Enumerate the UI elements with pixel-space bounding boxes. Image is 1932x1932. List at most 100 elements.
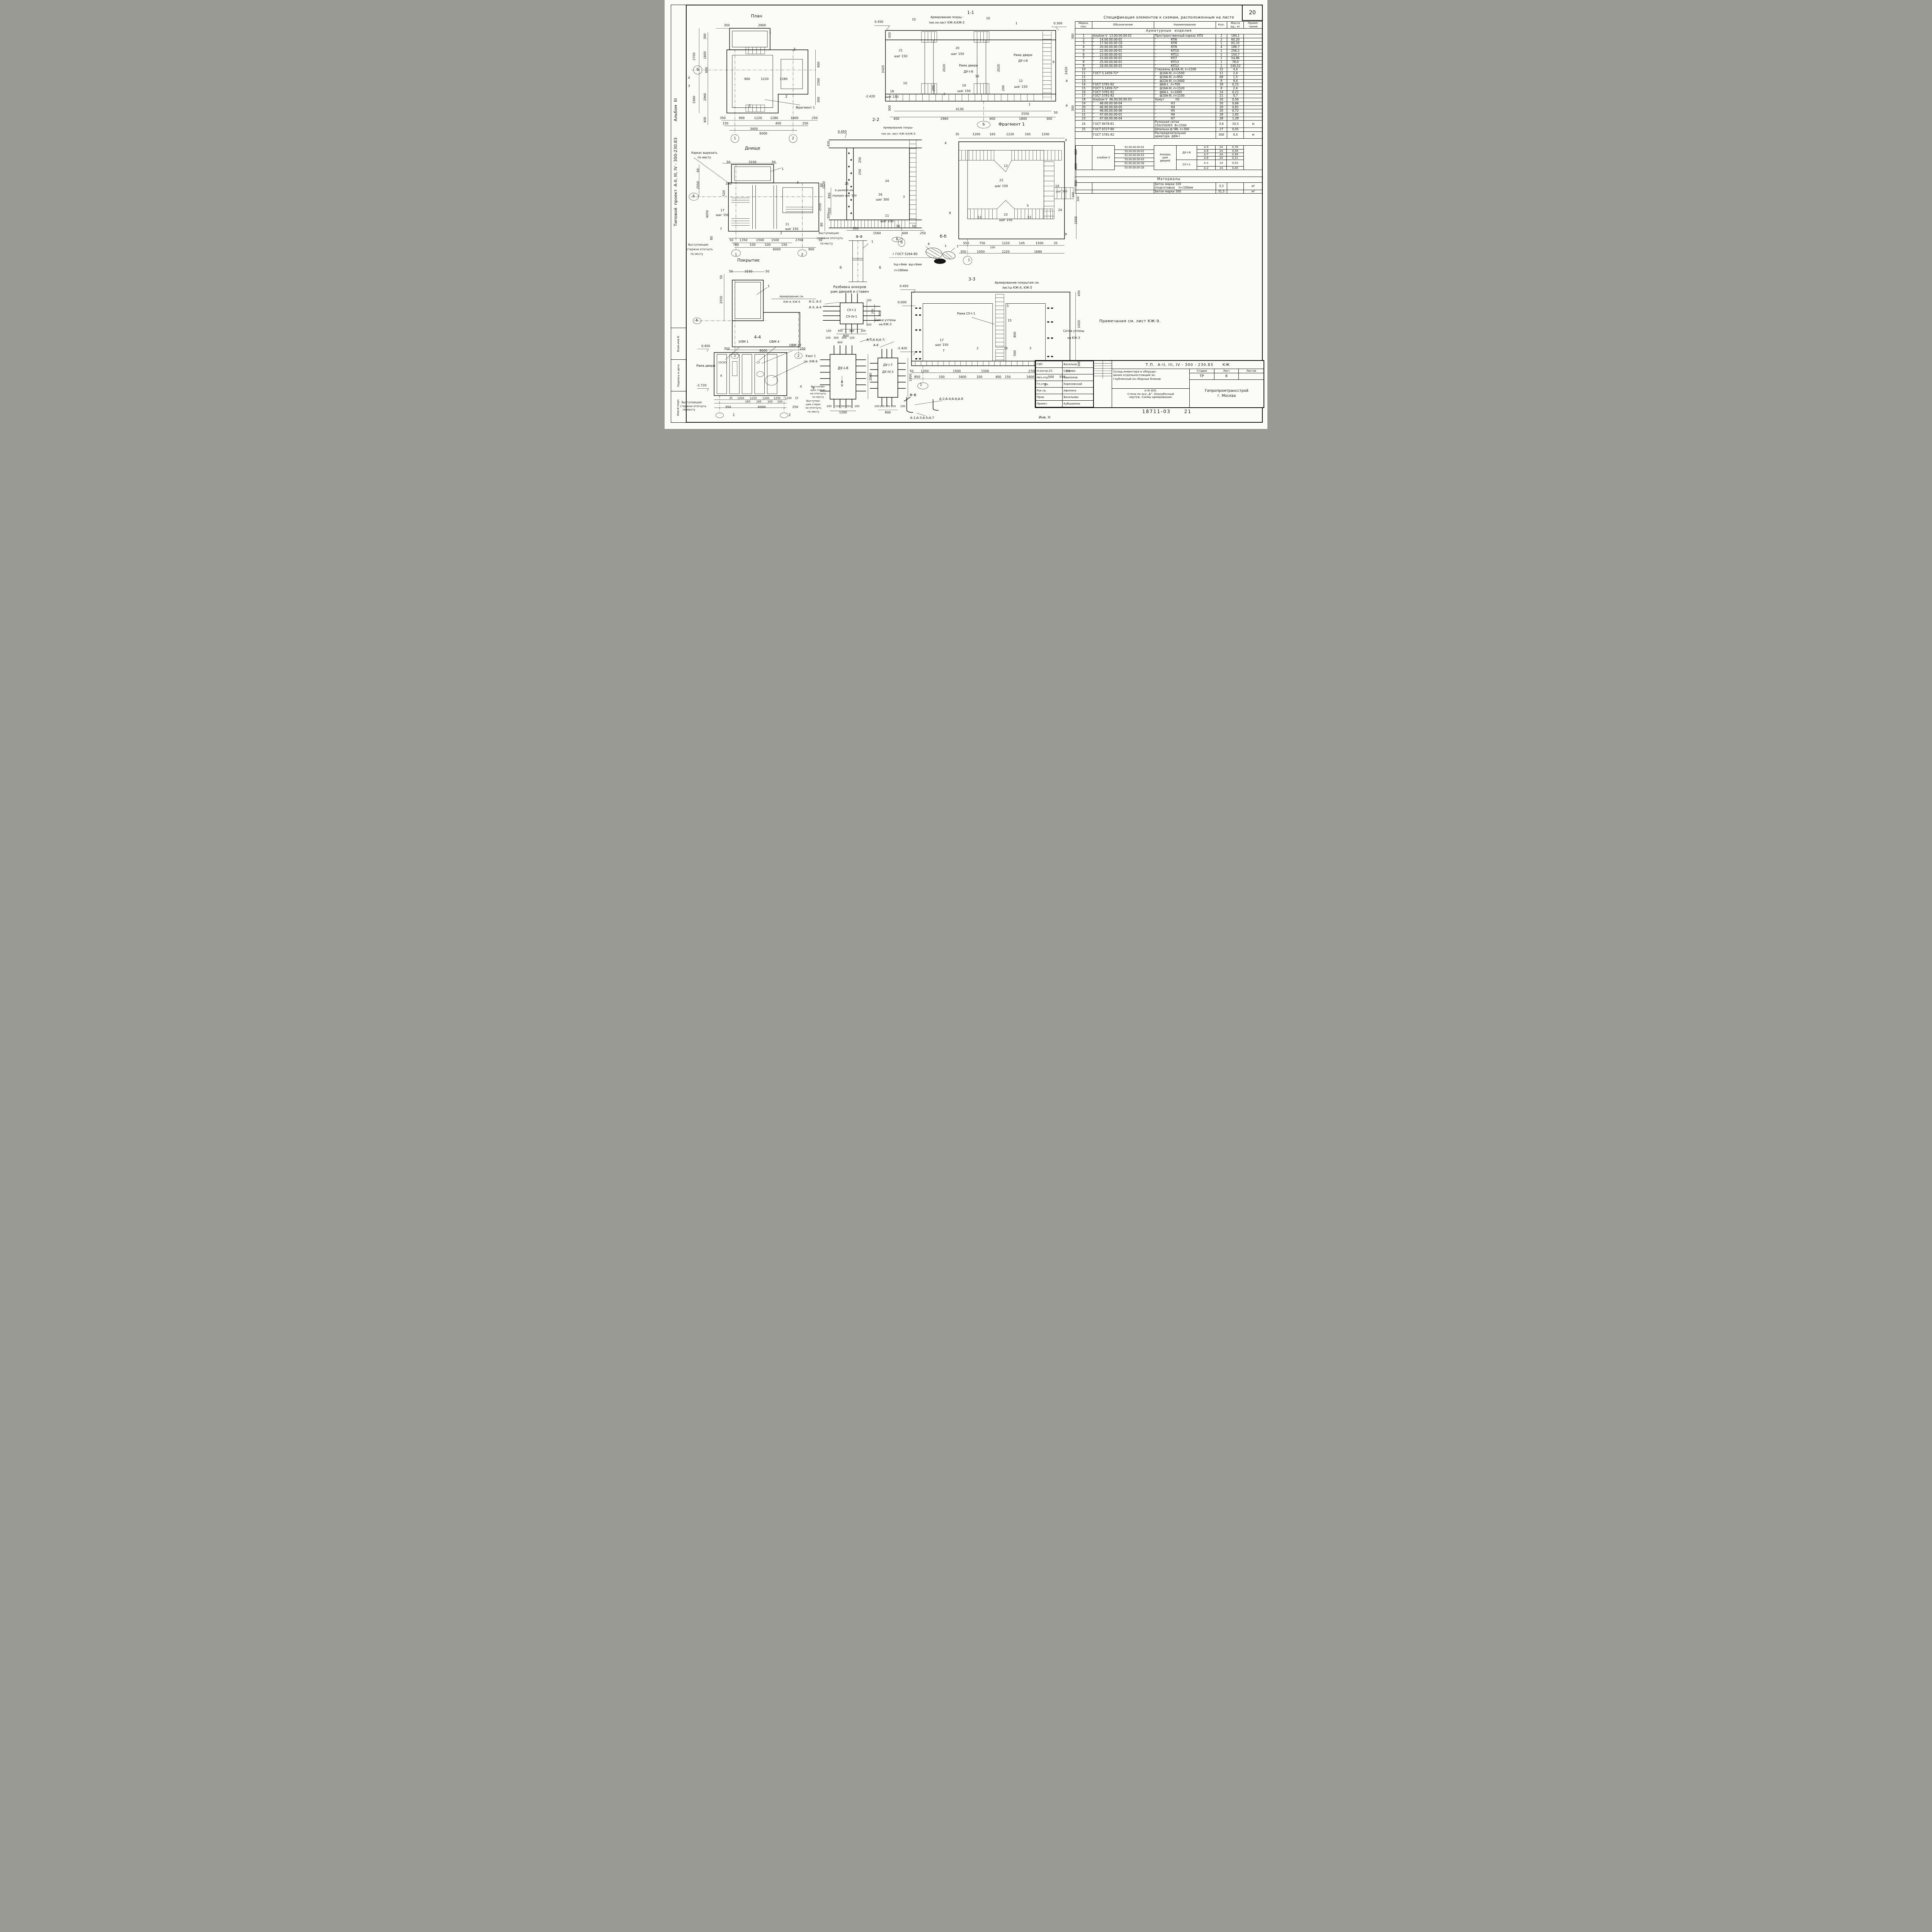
table-cell: Альбом V 13.00.00.00-01 bbox=[1092, 34, 1154, 38]
dim-label: 500 bbox=[1048, 375, 1054, 379]
dim-label: 600 bbox=[1074, 149, 1078, 155]
dim-label: 1 bbox=[944, 244, 947, 248]
dim-label: 900 bbox=[738, 116, 745, 120]
dim-label: ДУ-I-8 bbox=[837, 366, 849, 371]
table-cell: ″ 15.00.00.00-01 bbox=[1092, 56, 1154, 61]
detail-vv-drawing bbox=[895, 389, 986, 424]
dim-label: Выступаю- bbox=[811, 385, 825, 388]
dim-label: 1500 bbox=[952, 369, 961, 373]
table-cell: ″ Н3 bbox=[1153, 101, 1216, 106]
dim-label: 250 bbox=[799, 347, 806, 350]
table-cell: 27 bbox=[1215, 127, 1227, 132]
specification-table: Марка, поз. Обозначение Наименование Кол… bbox=[1075, 21, 1263, 194]
dim-label: а bbox=[1065, 79, 1068, 83]
dim-label: 1800 bbox=[790, 116, 799, 120]
table-cell: 12 bbox=[1075, 75, 1092, 80]
dim-label: Рама двери bbox=[1014, 53, 1032, 57]
dim-label: 21 bbox=[898, 48, 903, 52]
dim-label: ℓ=180мм bbox=[894, 269, 908, 272]
dim-label: 300 bbox=[1046, 117, 1052, 121]
dim-label: 450 bbox=[888, 32, 891, 38]
dim-label: б bbox=[879, 266, 881, 270]
dim-label: 15 bbox=[795, 396, 799, 400]
dim-label: А-1;А-3;А-5;А-7 bbox=[910, 416, 934, 420]
dim-label: ДУ-IV-3 bbox=[882, 370, 894, 374]
table-cell: 8 bbox=[1215, 86, 1227, 91]
table-cell: 13 bbox=[1075, 79, 1092, 83]
table-cell: ГОСТ 5781-82 bbox=[1092, 83, 1154, 87]
anchors-name: Анкеры рам дверей bbox=[1153, 145, 1177, 170]
page-number-box: 20 bbox=[1242, 5, 1263, 21]
dim-label: 1 bbox=[734, 354, 736, 358]
dim-label: 3360 bbox=[692, 95, 696, 104]
dim-label: 50 bbox=[729, 238, 734, 242]
dim-label: 2 bbox=[785, 95, 787, 99]
stage-grid: Стадия Лист Листов ТР 8 bbox=[1190, 369, 1264, 380]
dim-label: 300 bbox=[1071, 33, 1075, 39]
document-number: 18711-03 21 bbox=[1142, 409, 1192, 414]
table-cell: ″ 25.00.00.00-01 bbox=[1092, 60, 1154, 65]
dim-label: 3400 bbox=[958, 375, 966, 379]
dim-label: 5 bbox=[1027, 204, 1029, 208]
table-cell: ″ КП6 bbox=[1153, 37, 1216, 42]
table-cell: 9 bbox=[1075, 64, 1092, 68]
table-cell: ″ 24.00.00.00-01 bbox=[1092, 64, 1154, 68]
dim-label: 35 bbox=[1053, 241, 1058, 245]
table-cell: 140,52 bbox=[1226, 64, 1244, 68]
dim-label: А-5;А-6;А-7; bbox=[866, 338, 886, 342]
sheet-frame bbox=[686, 5, 1263, 423]
dim-label: 200 bbox=[871, 309, 874, 315]
table-cell: ГОСТ 6727-80 bbox=[1092, 127, 1154, 132]
table-cell: 3 bbox=[1075, 41, 1092, 46]
spec-header-row: Марка, поз. Обозначение Наименование Кол… bbox=[1075, 21, 1263, 29]
table-cell: ″ 14.00.00.00-01 bbox=[1092, 37, 1154, 42]
table-cell: 24 bbox=[1075, 120, 1092, 128]
section-2-2-drawing bbox=[815, 116, 927, 249]
dim-label: Узел 1 bbox=[805, 354, 816, 358]
dim-label: 1350 bbox=[921, 369, 929, 373]
dim-label: тия см. лист КЖ-4;КЖ-5 bbox=[881, 132, 916, 135]
dim-label: Разбивка анкеров bbox=[833, 285, 866, 289]
dim-label: 7 bbox=[720, 227, 722, 231]
dim-label: а-а bbox=[855, 234, 863, 239]
dim-label: 50 bbox=[772, 160, 776, 164]
dim-label: см. КЖ-9 bbox=[804, 359, 818, 363]
title-block-signatures bbox=[1094, 361, 1112, 407]
table-cell: Одиноков bbox=[1062, 374, 1094, 381]
table-cell: 22 bbox=[1075, 113, 1092, 117]
table-cell: ГОСТ 5.1459-72* bbox=[1092, 71, 1154, 76]
table-cell: Васильева bbox=[1062, 394, 1094, 401]
table-cell: 188,7 bbox=[1226, 45, 1244, 49]
table-cell: 14 bbox=[1075, 83, 1092, 87]
dim-label: 850 bbox=[827, 192, 831, 199]
dim-label: СУ-IV-1 bbox=[846, 315, 857, 318]
dim-label: шаг 150 bbox=[951, 52, 964, 56]
dim-label: Сетки учтены bbox=[874, 318, 896, 322]
drawing-sheet: 20 Типовой проект А-II, III, IV - 300-23… bbox=[665, 0, 1267, 429]
dim-label: 50 bbox=[719, 275, 723, 279]
dim-label: 200 200 200 bbox=[880, 405, 896, 408]
table-cell bbox=[1092, 79, 1154, 83]
dim-label: Выступающие bbox=[688, 243, 709, 247]
table-cell: Н.контр.СС bbox=[1035, 367, 1063, 374]
dim-label: 2020 bbox=[942, 64, 946, 72]
table-cell: ГИП bbox=[1035, 361, 1063, 368]
dim-label: 5 bbox=[1007, 304, 1009, 308]
table-cell: 15 bbox=[1075, 86, 1092, 91]
dim-label: 1500 bbox=[981, 369, 989, 373]
table-cell: 10,5 bbox=[1226, 120, 1244, 128]
dim-label: 350 bbox=[827, 207, 831, 214]
dim-label: 20 bbox=[955, 46, 960, 50]
list-item: 53.00.00.00 СБ bbox=[1124, 166, 1145, 169]
table-cell: ″ ф6А-I, ℓ=700 bbox=[1153, 83, 1216, 87]
dim-label: 250 bbox=[811, 116, 818, 120]
table-cell: ″ 46.00.00.00-05 bbox=[1092, 105, 1154, 110]
dim-label: г ГОСТ 5264-80 bbox=[893, 252, 918, 256]
dim-label: Рама двери bbox=[959, 64, 978, 68]
dim-label: 250 bbox=[858, 169, 862, 175]
dim-label: 9 bbox=[1065, 233, 1067, 236]
table-cell: 1 bbox=[1215, 49, 1227, 53]
